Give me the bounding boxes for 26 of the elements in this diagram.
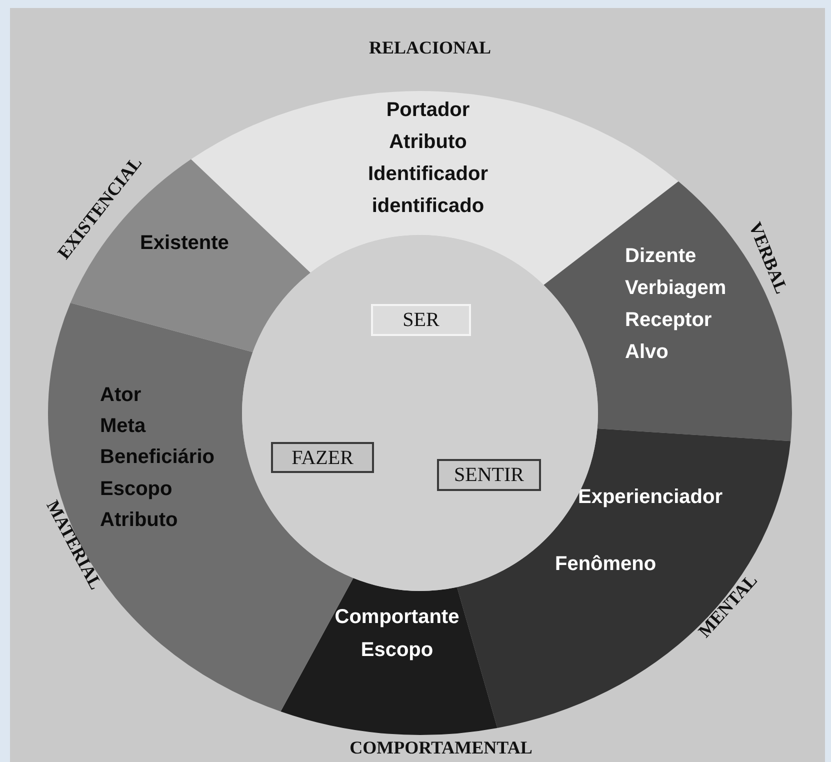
- process-label-box: SENTIR: [437, 459, 541, 491]
- segment-title: COMPORTAMENTAL: [350, 736, 532, 760]
- ring-segment: [280, 578, 498, 735]
- role-label: identificado: [372, 195, 484, 217]
- role-label: Alvo: [625, 341, 668, 363]
- process-label-box: FAZER: [271, 442, 374, 473]
- role-label: Beneficiário: [100, 446, 214, 468]
- process-label-box: SER: [371, 304, 471, 336]
- ring-segment: [457, 428, 791, 728]
- role-label: Escopo: [100, 478, 172, 500]
- role-label: Escopo: [360, 639, 434, 661]
- role-label: Atributo: [389, 131, 467, 153]
- role-label: Ator: [100, 384, 142, 406]
- role-label: Identificador: [368, 163, 488, 185]
- role-label: Portador: [386, 99, 470, 121]
- role-label: Receptor: [625, 309, 712, 331]
- role-label: Verbiagem: [625, 277, 726, 299]
- role-label: Dizente: [625, 245, 696, 267]
- role-label: Fenômeno: [555, 553, 656, 575]
- role-label: Meta: [100, 415, 146, 437]
- role-label: Atributo: [100, 509, 178, 531]
- segment-title: RELACIONAL: [368, 36, 492, 60]
- ring-segment: [544, 181, 792, 442]
- role-label: Experienciador: [578, 486, 723, 508]
- role-label: Existente: [140, 232, 229, 254]
- role-label: Comportante: [334, 606, 460, 628]
